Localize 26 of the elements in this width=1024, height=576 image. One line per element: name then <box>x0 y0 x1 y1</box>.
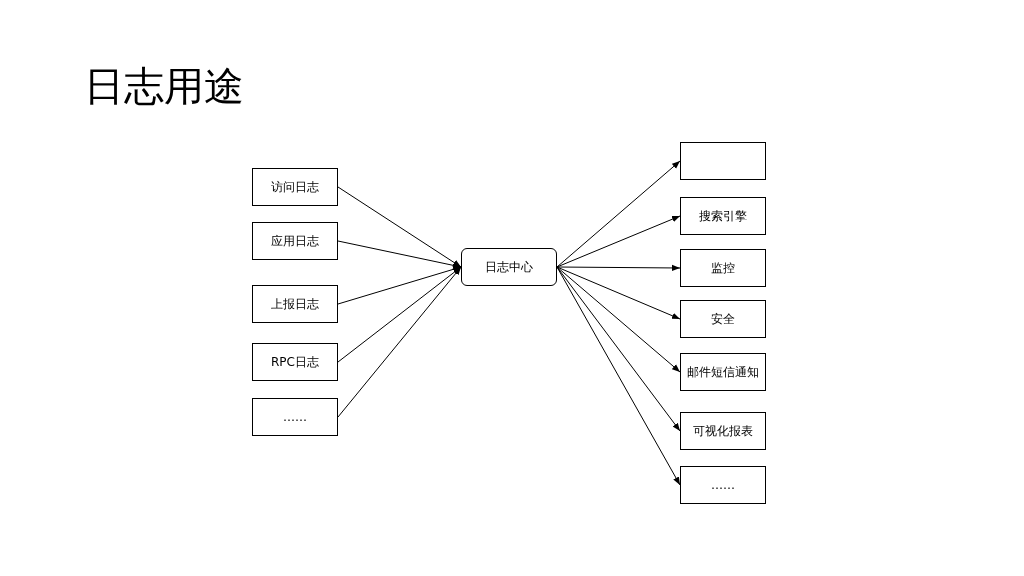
process-box: 搜索引擎 <box>680 197 766 235</box>
process-box: 安全 <box>680 300 766 338</box>
process-box: 上报日志 <box>252 285 338 323</box>
process-box: 监控 <box>680 249 766 287</box>
arrow <box>337 266 462 418</box>
arrow <box>337 266 462 305</box>
process-box: 应用日志 <box>252 222 338 260</box>
process-box: 访问日志 <box>252 168 338 206</box>
process-box: 可视化报表 <box>680 412 766 450</box>
page-title: 日志用途 <box>84 62 244 111</box>
arrow <box>556 160 681 268</box>
arrow <box>556 266 681 486</box>
arrow <box>556 266 681 373</box>
hub-box: 日志中心 <box>461 248 557 286</box>
arrow <box>337 240 462 269</box>
arrow <box>556 266 681 320</box>
process-box: …… <box>252 398 338 436</box>
process-box: RPC日志 <box>252 343 338 381</box>
arrow <box>556 264 681 272</box>
arrow <box>556 215 681 268</box>
process-box: …… <box>680 466 766 504</box>
arrow <box>337 266 462 363</box>
process-box <box>680 142 766 180</box>
process-box: 邮件短信通知 <box>680 353 766 391</box>
arrow <box>337 186 462 268</box>
arrow <box>556 266 681 432</box>
